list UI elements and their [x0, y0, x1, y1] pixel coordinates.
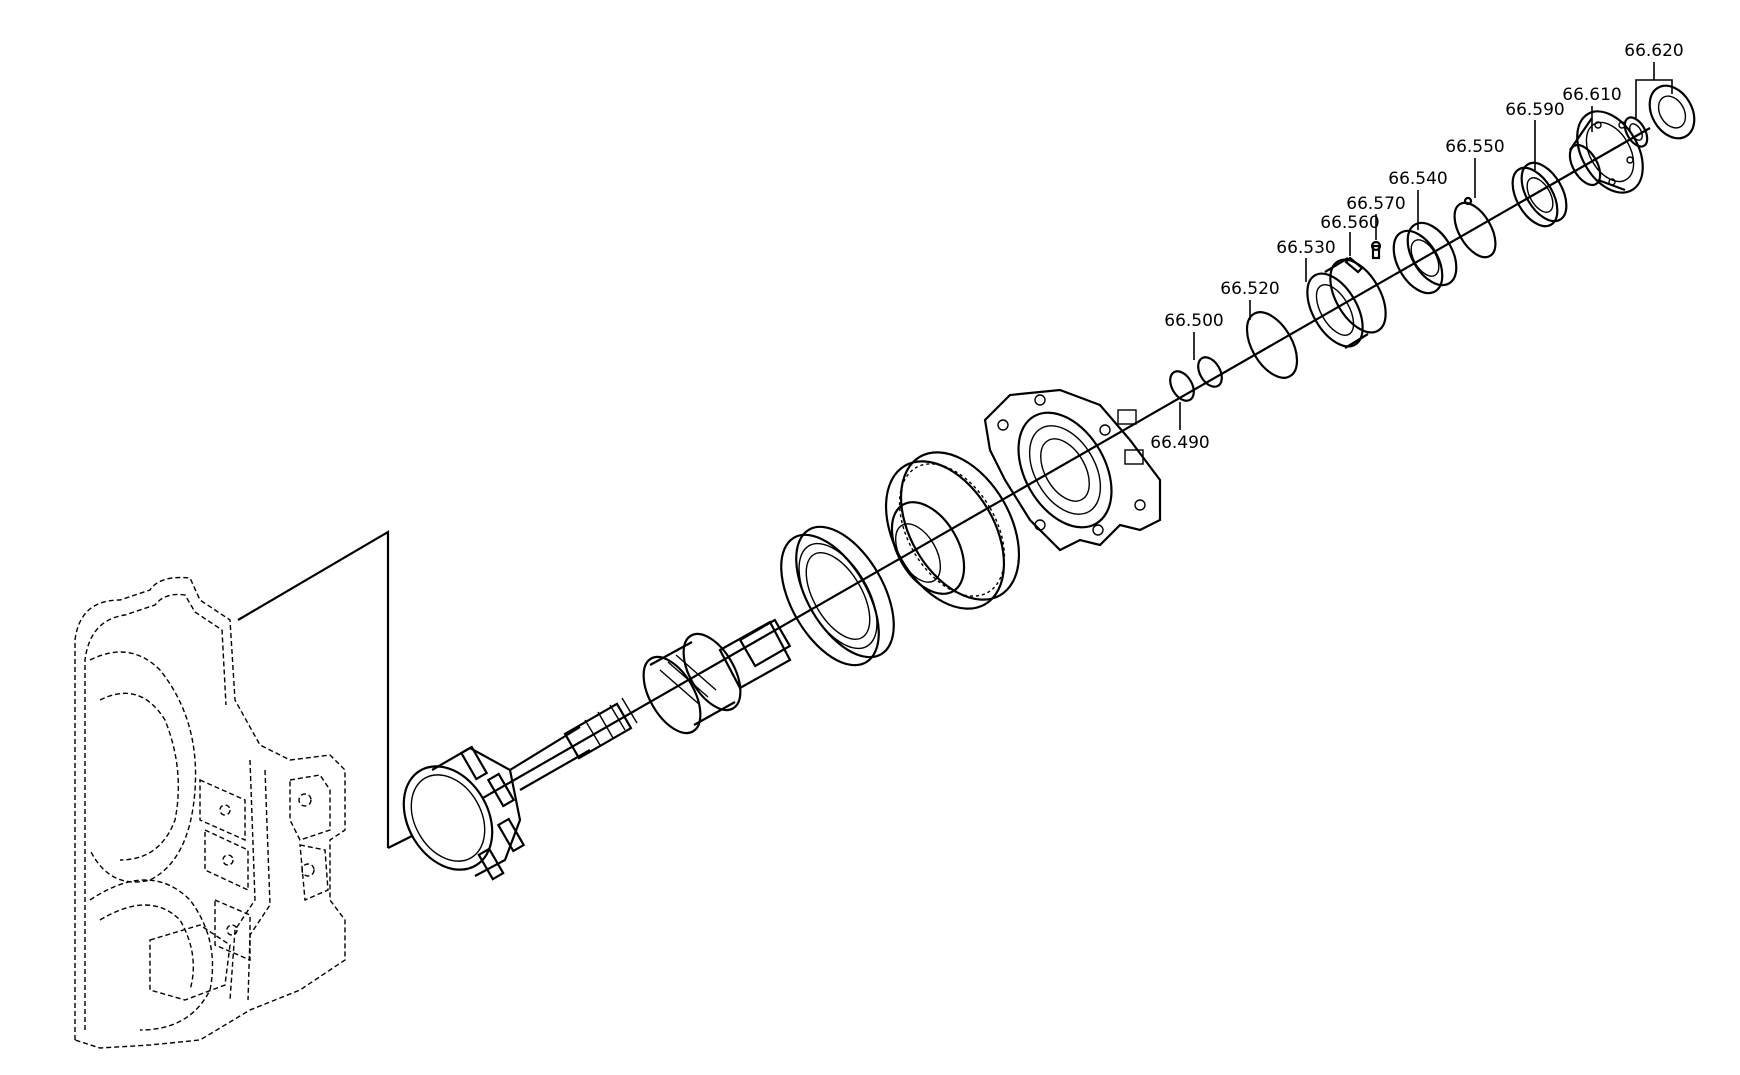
spur-gear	[884, 451, 1021, 610]
splined-sleeve	[642, 618, 792, 735]
ball-bearing	[780, 525, 895, 667]
label-66-620: 66.620	[1624, 41, 1683, 61]
part-66-590-shaft-seal	[1511, 161, 1568, 228]
part-66-490-snap-ring	[1169, 370, 1195, 402]
label-66-550: 66.550	[1445, 137, 1504, 157]
label-66-530: 66.530	[1276, 238, 1335, 258]
label-66-490: 66.490	[1150, 433, 1209, 453]
housing-leader	[237, 530, 390, 848]
part-labels: 66.620 66.610 66.590 66.550 66.540 66.57…	[1150, 41, 1683, 453]
clutch-drum	[402, 745, 526, 881]
input-shaft	[509, 697, 638, 791]
label-leaders	[1179, 62, 1673, 430]
label-66-560: 66.560	[1320, 213, 1379, 233]
label-66-590: 66.590	[1505, 100, 1564, 120]
part-66-550-circlip	[1453, 196, 1497, 259]
part-66-500-ring	[1197, 356, 1223, 388]
cover-plate	[983, 388, 1162, 552]
part-66-540-bearing	[1392, 221, 1458, 295]
part-66-560-pin	[1344, 256, 1364, 274]
label-66-500: 66.500	[1164, 311, 1223, 331]
label-66-610: 66.610	[1562, 85, 1621, 105]
part-66-570-bolt	[1370, 240, 1382, 260]
assembly-axis	[447, 127, 1651, 819]
label-66-570: 66.570	[1346, 194, 1405, 214]
transmission-housing	[74, 576, 346, 1049]
label-66-520: 66.520	[1220, 279, 1279, 299]
part-66-520-o-ring	[1245, 311, 1299, 379]
label-66-540: 66.540	[1388, 169, 1447, 189]
part-66-530-bearing-carrier	[1306, 257, 1387, 349]
part-66-620-nut-and-washer	[1623, 84, 1696, 148]
